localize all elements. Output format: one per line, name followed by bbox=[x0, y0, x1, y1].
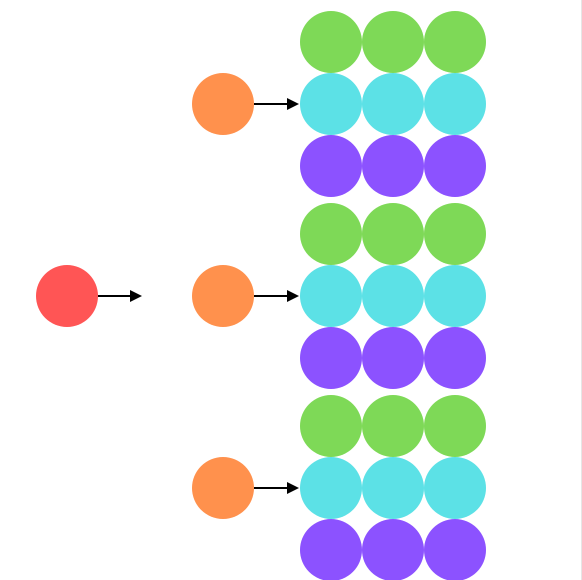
grid-2-row-2-node-2 bbox=[362, 265, 424, 327]
grid-2-row-3-node-2 bbox=[362, 327, 424, 389]
grid-1-row-1-node-3 bbox=[424, 11, 486, 73]
grid-1-row-2-node-2 bbox=[362, 73, 424, 135]
grid-2-row-1-node-1 bbox=[300, 203, 362, 265]
grid-3-row-1-node-1 bbox=[300, 395, 362, 457]
grid-1-row-2-node-1 bbox=[300, 73, 362, 135]
grid-2-row-3-node-3 bbox=[424, 327, 486, 389]
branch-node-2 bbox=[192, 265, 254, 327]
grid-3-row-1-node-3 bbox=[424, 395, 486, 457]
grid-2-row-1-node-2 bbox=[362, 203, 424, 265]
grid-1-row-1-node-2 bbox=[362, 11, 424, 73]
branch-node-3 bbox=[192, 457, 254, 519]
grid-2-row-2-node-3 bbox=[424, 265, 486, 327]
grid-1-row-3-node-2 bbox=[362, 135, 424, 197]
grid-3-row-3-node-3 bbox=[424, 519, 486, 580]
grid-2-row-1-node-3 bbox=[424, 203, 486, 265]
grid-1-row-1-node-1 bbox=[300, 11, 362, 73]
grid-1-row-2-node-3 bbox=[424, 73, 486, 135]
grid-1-row-3-node-1 bbox=[300, 135, 362, 197]
grid-2-row-3-node-1 bbox=[300, 327, 362, 389]
root-node bbox=[36, 265, 98, 327]
branch-node-1 bbox=[192, 73, 254, 135]
grid-3-row-2-node-2 bbox=[362, 457, 424, 519]
grid-3-row-3-node-1 bbox=[300, 519, 362, 580]
grid-1-row-3-node-3 bbox=[424, 135, 486, 197]
grid-3-row-2-node-3 bbox=[424, 457, 486, 519]
grid-3-row-3-node-2 bbox=[362, 519, 424, 580]
grid-3-row-1-node-2 bbox=[362, 395, 424, 457]
grid-2-row-2-node-1 bbox=[300, 265, 362, 327]
grid-3-row-2-node-1 bbox=[300, 457, 362, 519]
